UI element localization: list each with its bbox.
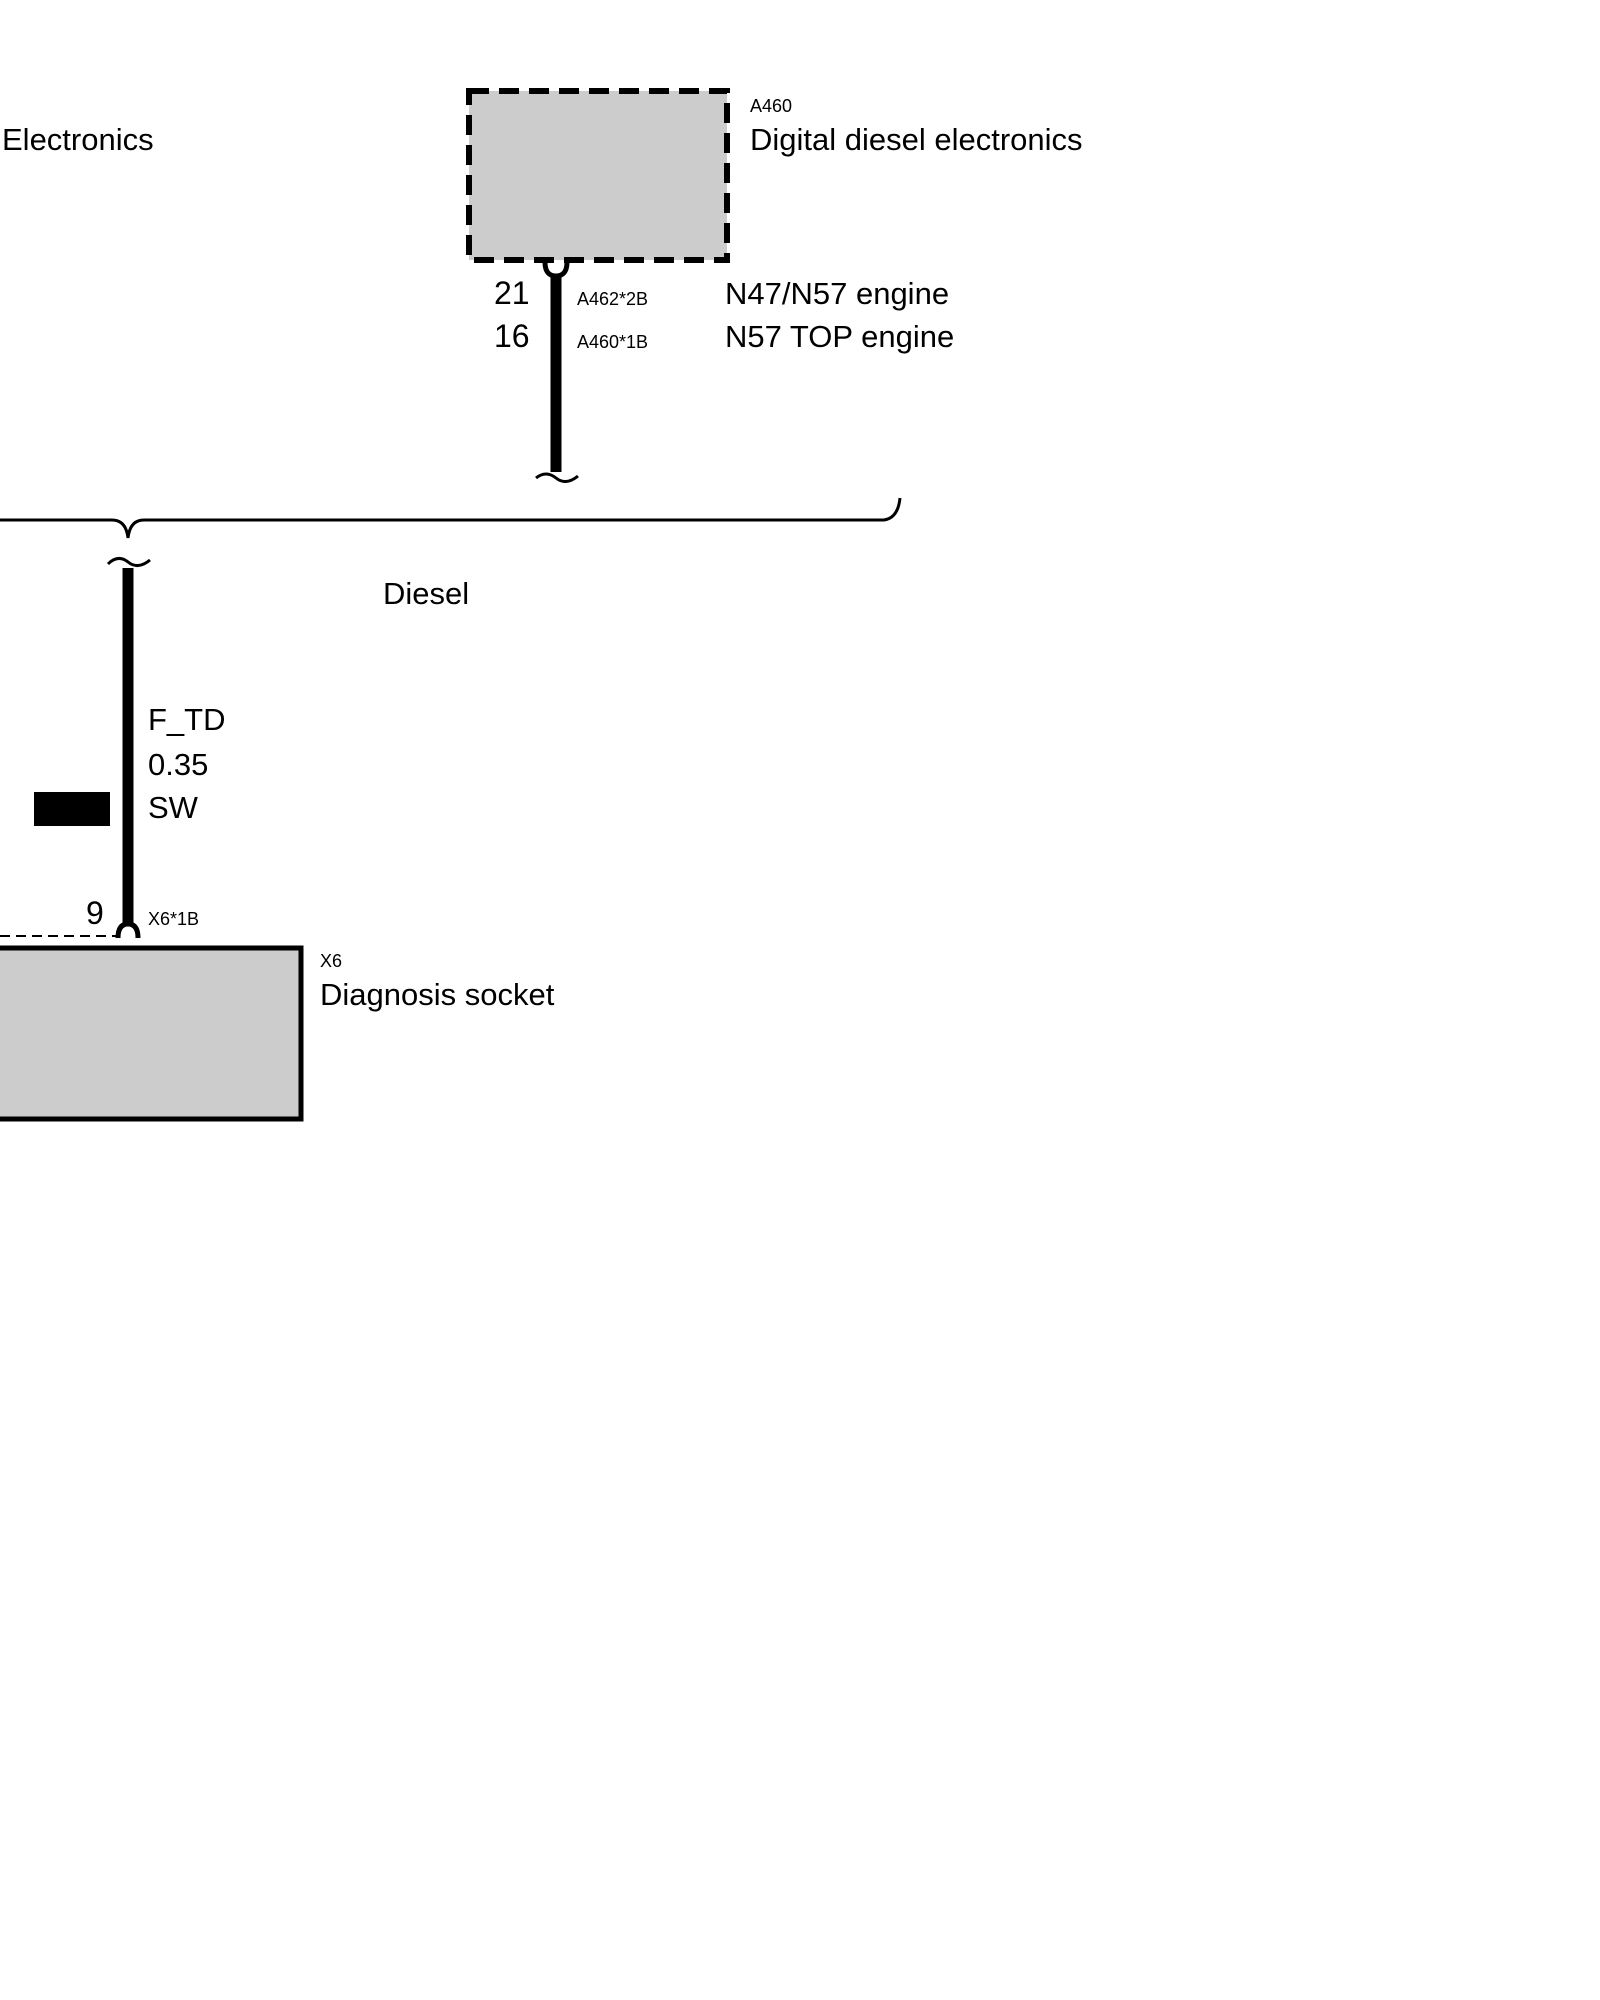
a460-connector-symbol [542,261,570,279]
x6-connector-symbol [115,921,141,939]
a460-pin-1: 21 [494,275,530,311]
x6-connector: X6*1B [148,909,200,929]
branch-label: Diesel [383,576,470,611]
diesel-branch-brace [0,497,902,539]
a460-variant-2: N57 TOP engine [725,319,955,354]
left-module-name: Electronics [2,122,154,157]
wire-cross-section: 0.35 [148,747,209,782]
x6-module-box[interactable] [0,945,304,1122]
a460-connector-2: A460*1B [577,332,649,352]
wire-color-code: SW [148,790,198,825]
a460-variant-1: N47/N57 engine [725,276,950,311]
x6-code: X6 [320,951,343,971]
wire-color-swatch [34,792,110,826]
a460-wire-break-symbol [535,472,579,483]
a460-connector-1: A462*2B [577,289,649,309]
a460-code: A460 [750,96,793,116]
wire-signal: F_TD [148,702,226,737]
x6-pin: 9 [86,895,104,931]
a460-module-box[interactable] [466,88,730,263]
a460-name: Digital diesel electronics [750,122,1083,157]
x6-name: Diagnosis socket [320,977,555,1012]
main-wire-break-symbol [106,557,151,567]
a460-pin-2: 16 [494,318,530,354]
